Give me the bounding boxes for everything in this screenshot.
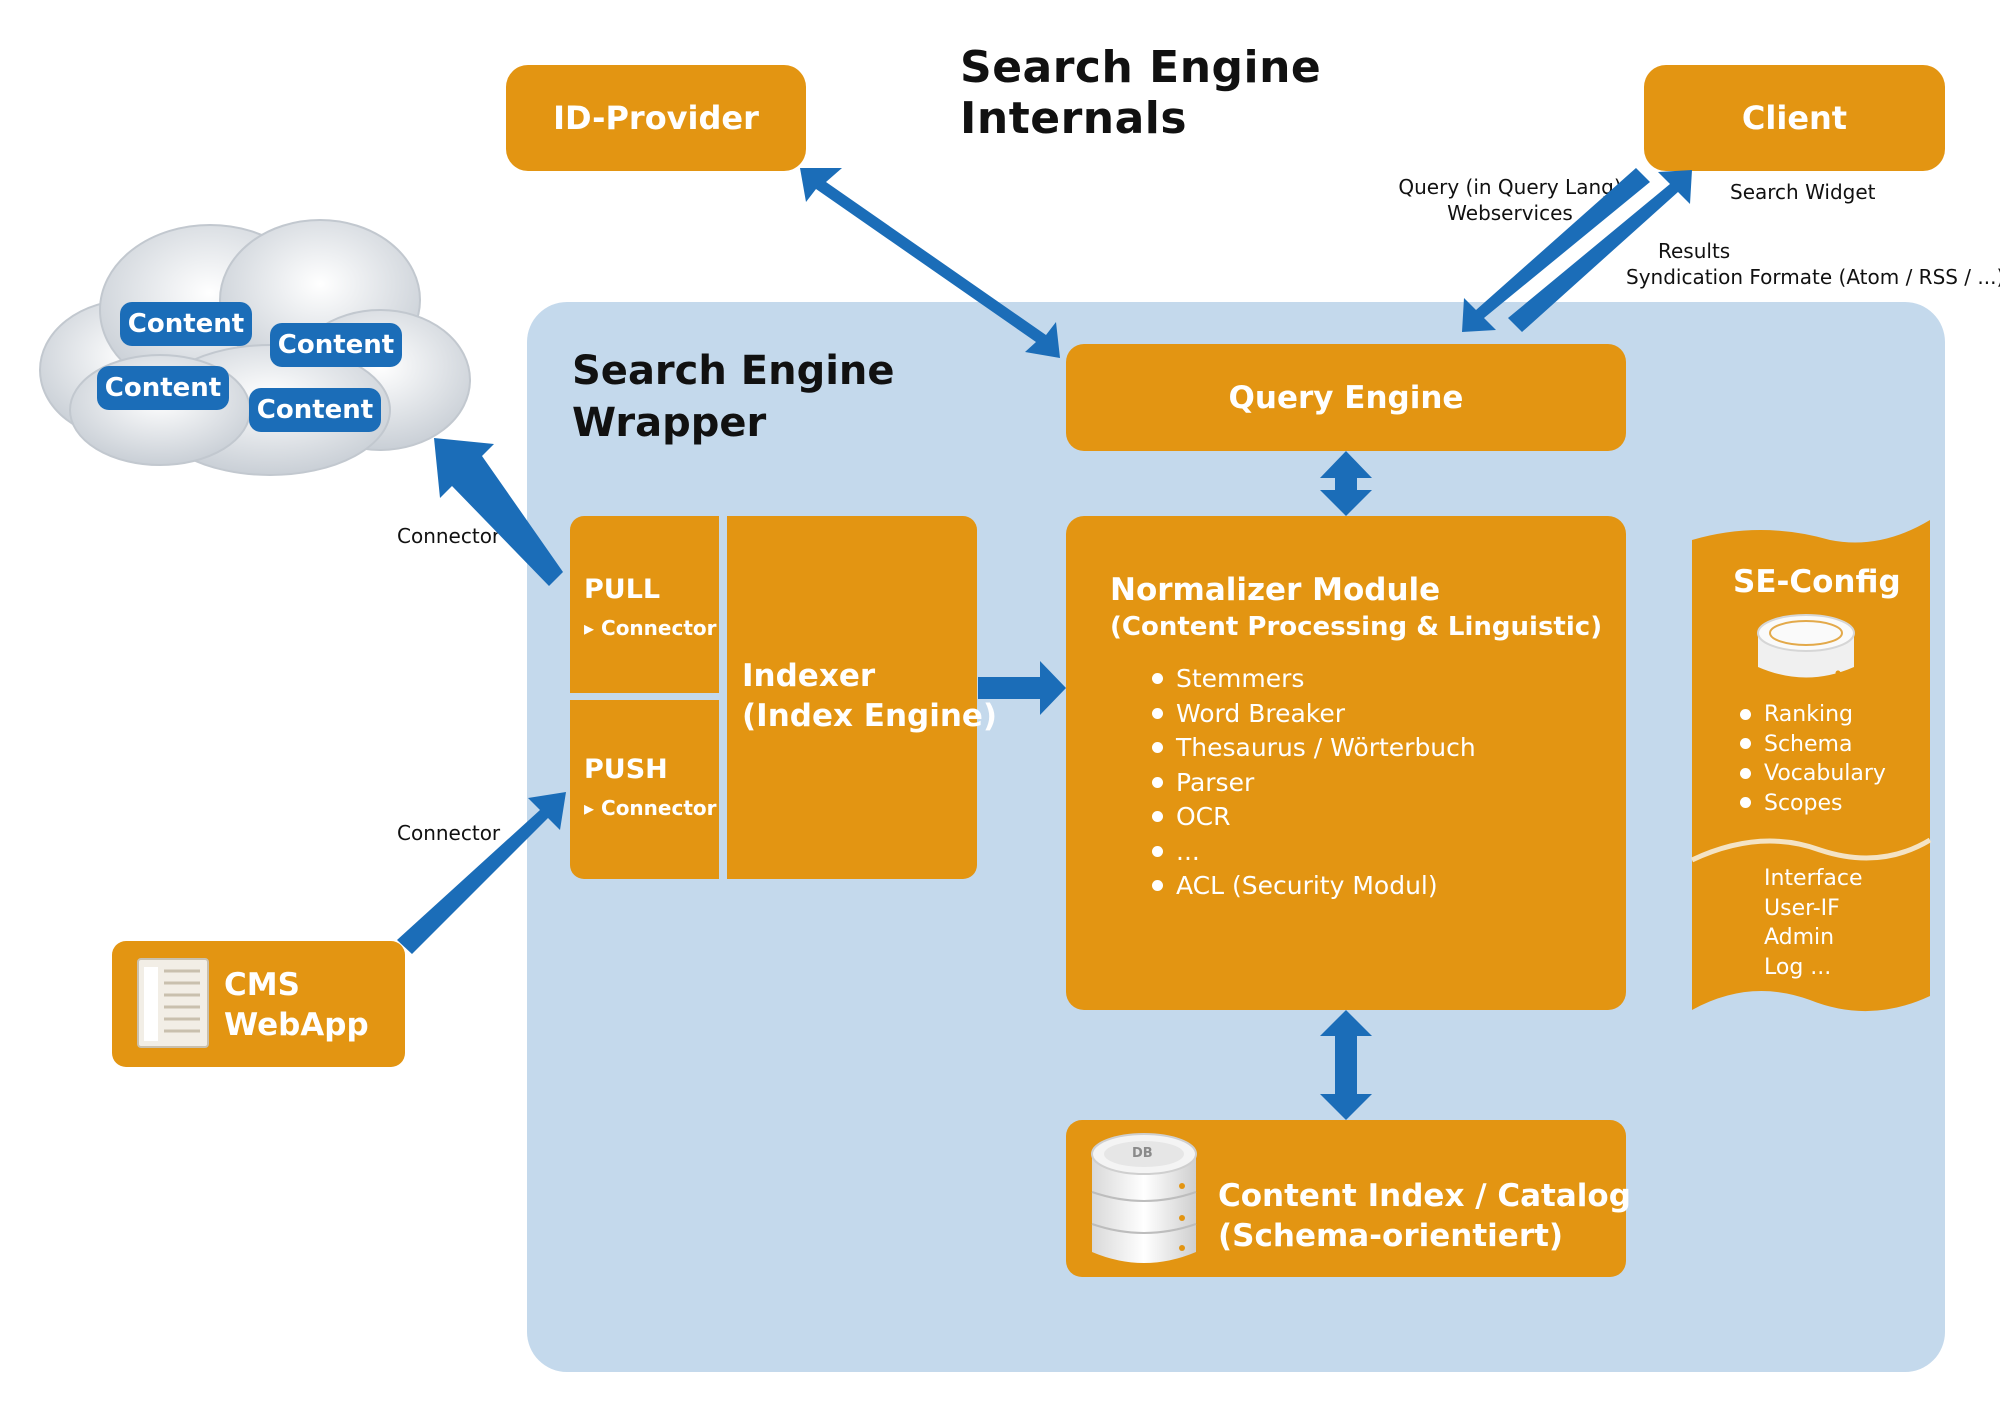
content-index-box: DB Content Index / Catalog (Schema-orien… — [1066, 1120, 1631, 1277]
results-client-arrow — [1508, 170, 1692, 332]
server-icon — [137, 958, 209, 1048]
list-item: Word Breaker — [1152, 697, 1476, 732]
se-config-list: Ranking Schema Vocabulary Scopes — [1740, 700, 1886, 818]
cms-label: CMS WebApp — [224, 965, 369, 1045]
indexer-label: Indexer (Index Engine) — [742, 656, 997, 736]
id-provider-query-arrow — [800, 168, 1060, 358]
lower-item: Admin — [1764, 925, 1835, 950]
wrapper-title-line2: Wrapper — [572, 400, 767, 446]
normalizer-box: Normalizer Module (Content Processing & … — [1066, 516, 1626, 1010]
normalizer-list: Stemmers Word Breaker Thesaurus / Wörter… — [1152, 662, 1476, 904]
lower-item: Interface — [1764, 866, 1863, 891]
indexer-label-line1: Indexer — [742, 658, 876, 694]
wrapper-title: Search Engine Wrapper — [572, 345, 895, 449]
push-connector-label: Connector — [601, 796, 717, 820]
client-label: Client — [1741, 99, 1848, 137]
indexer-label-line2: (Index Engine) — [742, 698, 998, 734]
cloud-content-2: Content — [270, 323, 402, 367]
id-provider-label: ID-Provider — [553, 99, 759, 137]
pull-connector-label: Connector — [601, 616, 717, 640]
query-engine-box: Query Engine — [1066, 344, 1626, 451]
normalizer-subtitle: (Content Processing & Linguistic) — [1110, 612, 1603, 642]
list-item: Stemmers — [1152, 662, 1476, 697]
list-item: ... — [1152, 835, 1476, 870]
se-config-lower: Interface User-IF Admin Log ... — [1764, 864, 1863, 982]
cms-push-arrow — [397, 792, 566, 954]
results-label: Results Syndication Formate (Atom / RSS … — [1626, 238, 2000, 290]
push-triangle-icon: ▸ — [584, 796, 602, 820]
query-label: Query (in Query Lang) Webservices — [1360, 174, 1660, 226]
push-label: PUSH — [584, 754, 668, 785]
list-item: Ranking — [1740, 700, 1886, 730]
query-engine-label: Query Engine — [1228, 379, 1464, 416]
normalizer-index-arrow — [1320, 1010, 1372, 1120]
lower-item: Log ... — [1764, 954, 1832, 980]
pull-label: PULL — [584, 574, 661, 605]
se-config-title: SE-Config — [1733, 564, 1901, 600]
cloud-content-3: Content — [97, 366, 229, 410]
push-box: PUSH ▸ Connector — [570, 700, 719, 879]
search-widget-label: Search Widget — [1730, 180, 1876, 204]
list-item: Parser — [1152, 766, 1476, 801]
list-item: ACL (Security Modul) — [1152, 869, 1476, 904]
content-index-line1: Content Index / Catalog — [1218, 1178, 1631, 1214]
cms-label-line2: WebApp — [224, 1007, 369, 1043]
connector-label-top: Connector — [397, 524, 501, 548]
pull-cloud-arrow — [434, 438, 563, 586]
results-label-line2: Syndication Formate (Atom / RSS / ...)v — [1626, 265, 2000, 289]
list-item: OCR — [1152, 800, 1476, 835]
indexer-normalizer-arrow — [978, 661, 1066, 715]
client-query-arrow — [1462, 168, 1650, 332]
list-item: Schema — [1740, 730, 1886, 760]
list-item: Thesaurus / Wörterbuch — [1152, 731, 1476, 766]
pull-triangle-icon: ▸ — [584, 616, 602, 640]
indexer-box: Indexer (Index Engine) — [727, 516, 997, 879]
cloud-content-4: Content — [249, 388, 381, 432]
id-provider-box: ID-Provider — [506, 65, 806, 171]
cms-webapp-box: CMS WebApp — [112, 941, 405, 1067]
database-icon — [1091, 1133, 1197, 1263]
db-label: DB — [1132, 1146, 1153, 1161]
lower-item: User-IF — [1764, 895, 1840, 921]
connector-label-bottom: Connector — [397, 821, 501, 845]
pull-connector: ▸ Connector — [584, 616, 717, 640]
cloud-content-1: Content — [120, 302, 252, 346]
cms-label-line1: CMS — [224, 967, 300, 1003]
content-index-line2: (Schema-orientiert) — [1218, 1218, 1564, 1254]
client-box: Client — [1644, 65, 1945, 171]
normalizer-title: Normalizer Module — [1110, 572, 1441, 608]
query-label-line2: Webservices — [1447, 201, 1573, 225]
list-item: Scopes — [1740, 789, 1886, 819]
push-connector: ▸ Connector — [584, 796, 717, 820]
query-normalizer-arrow — [1320, 451, 1372, 516]
pull-box: PULL ▸ Connector — [570, 516, 719, 693]
query-label-line1: Query (in Query Lang) — [1398, 175, 1622, 199]
results-label-line1: Results — [1658, 239, 1731, 263]
page-title: Search Engine Internals — [960, 42, 1322, 144]
content-index-label: Content Index / Catalog (Schema-orientie… — [1218, 1176, 1631, 1256]
list-item: Vocabulary — [1740, 759, 1886, 789]
wrapper-title-line1: Search Engine — [572, 348, 895, 394]
